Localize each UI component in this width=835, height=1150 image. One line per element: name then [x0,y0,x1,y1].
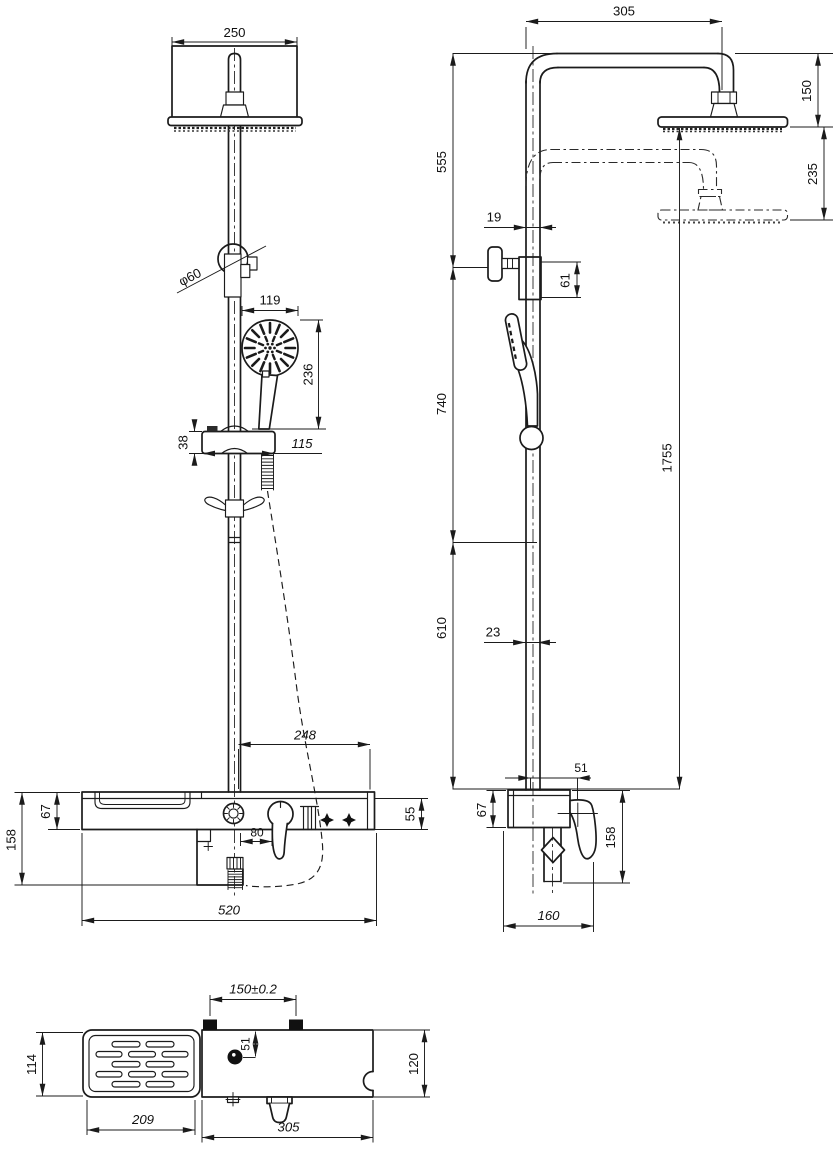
diverter-knob-bottom [227,1049,243,1065]
leader-line-mount-dia [176,245,267,294]
dim-front-hand-height: 236 [301,363,316,385]
mixer-lever-side [569,798,597,860]
dim-side-body-drop: 158 [603,826,618,848]
dim-bottom-tray-width: 209 [131,1112,155,1127]
spray-pattern-inner [257,335,283,361]
mixer-lever-front [267,800,294,860]
front-view: 250 φ60 119 236 38 115 248 158 67 [4,25,428,926]
slider-block-side [518,256,542,301]
soap-tray-front [94,791,191,810]
hand-shower-side [504,313,544,451]
dim-side-body-depth: 160 [537,908,560,923]
dim-bottom-body-width: 305 [277,1120,300,1135]
dim-side-overall-height: 1755 [660,443,675,472]
shower-head-disc-front [167,116,303,127]
dim-bottom-inlet-spacing: 150±0.2 [229,982,277,997]
dim-side-lower-height: 610 [434,617,449,639]
hose-spring-upper [261,453,274,491]
overhead-shower-front [167,45,303,132]
dimensions-side: 305 150 235 555 740 610 1755 19 61 [434,4,833,932]
hand-shower-head-side [504,313,528,371]
dimensions-bottom: 150±0.2 114 51 120 209 305 [24,982,430,1143]
dim-front-deck-drop: 158 [4,829,19,851]
dim-bottom-knob-offset: 51 [239,1037,253,1051]
dim-front-edge-height: 55 [403,807,418,822]
inlet-mark-left-icon [320,813,334,827]
dim-front-outlet-offset: 80 [250,826,264,840]
dim-front-bracket-width: 115 [291,436,313,451]
dimensions-front: 250 φ60 119 236 38 115 248 158 67 [4,25,428,926]
valve-body-bottom [201,1019,374,1124]
holder-ball-side [519,425,544,451]
dim-side-arm-reach: 305 [613,4,635,19]
hose-spring-lower [227,870,243,890]
wall-bracket-lines-front [299,805,320,831]
fixing-cross-bottom [225,1092,241,1107]
bracket-clamp-tab [207,426,218,432]
soap-tray-bottom [82,1029,201,1098]
slide-bracket-front [201,425,276,518]
spray-pattern-outer [243,321,297,375]
side-view: 305 150 235 555 740 610 1755 19 61 [434,4,833,932]
dim-side-upper-height: 555 [434,151,449,173]
wall-mount-front [176,243,267,298]
dim-side-mid-height: 740 [434,393,449,415]
bottom-view: 150±0.2 114 51 120 209 305 [24,982,430,1143]
dim-bottom-tray-depth: 114 [24,1054,39,1075]
dim-side-slider-height: 61 [558,273,573,288]
dim-bottom-body-depth: 120 [406,1053,421,1075]
dim-front-bracket-height: 38 [176,435,191,450]
dim-front-deck-lip: 67 [38,804,53,819]
dim-side-handle-offset: 51 [574,761,588,775]
dim-side-body-lip: 67 [474,803,489,818]
dim-side-head-drop: 150 [799,80,814,102]
valve-body-front [81,791,376,890]
inlet-left-bottom [203,1019,217,1030]
dim-front-deck-span: 248 [293,728,317,743]
shower-head-disc-side [657,116,789,128]
diverter-knob-front [222,802,245,825]
hose-hook-front [204,496,265,518]
hand-shower-front [241,319,299,430]
shower-arm-phantom-position [525,148,789,224]
dim-side-head-travel: 235 [805,163,820,185]
spray-pattern-dots [264,342,276,354]
dim-front-deck-width: 520 [218,903,241,918]
shower-arm-side [556,52,789,133]
valve-underside-front [196,828,244,890]
inlet-mark-right-icon [342,813,356,827]
dim-side-pipe-width-upper: 19 [487,210,502,225]
riser-pipe-front [227,48,242,899]
wall-mount-side [487,246,542,301]
tray-slots [95,1040,189,1088]
dim-side-pipe-width-lower: 23 [486,625,501,640]
dim-front-hand-width: 119 [259,293,280,308]
tub-spout-side [540,826,566,894]
dim-front-head-width: 250 [223,25,245,40]
inlet-right-bottom [289,1019,303,1030]
valve-body-side [507,789,598,894]
hose-notch-bottom [362,1070,374,1092]
tub-spout-bottom [266,1096,293,1124]
